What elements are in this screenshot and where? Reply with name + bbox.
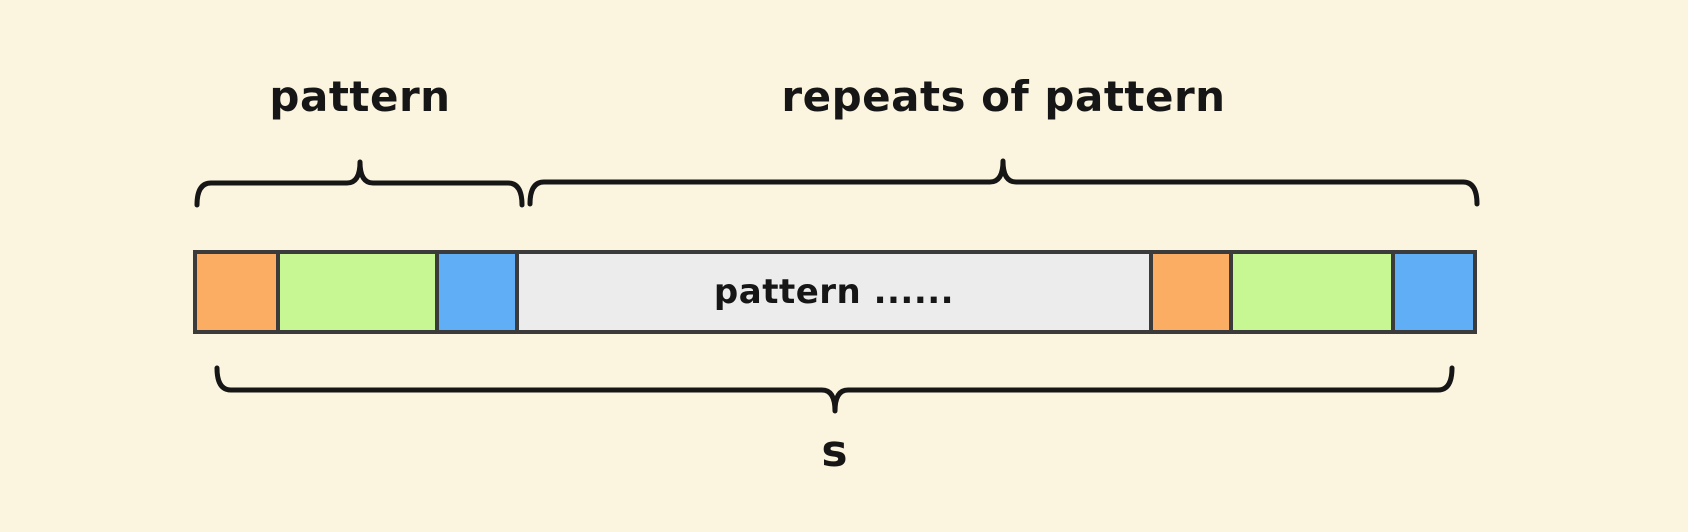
segment-repeat-blue xyxy=(1395,254,1473,330)
pattern-ellipsis-text: pattern ...... xyxy=(713,272,955,312)
segment-pattern-green xyxy=(280,254,435,330)
s-brace xyxy=(214,365,1455,414)
segment-pattern-orange xyxy=(197,254,276,330)
repeats-of-pattern-label: repeats of pattern xyxy=(781,72,1226,121)
pattern-brace xyxy=(194,159,525,208)
s-label: s xyxy=(821,426,848,477)
pattern-label: pattern xyxy=(269,72,451,121)
segment-pattern-blue xyxy=(439,254,515,330)
segment-repeat-orange xyxy=(1153,254,1229,330)
segment-repeat-green xyxy=(1233,254,1391,330)
segment-repeats-gray: pattern ...... xyxy=(519,254,1149,330)
repeats-brace xyxy=(527,158,1480,207)
string-bar: pattern ...... xyxy=(193,250,1477,334)
